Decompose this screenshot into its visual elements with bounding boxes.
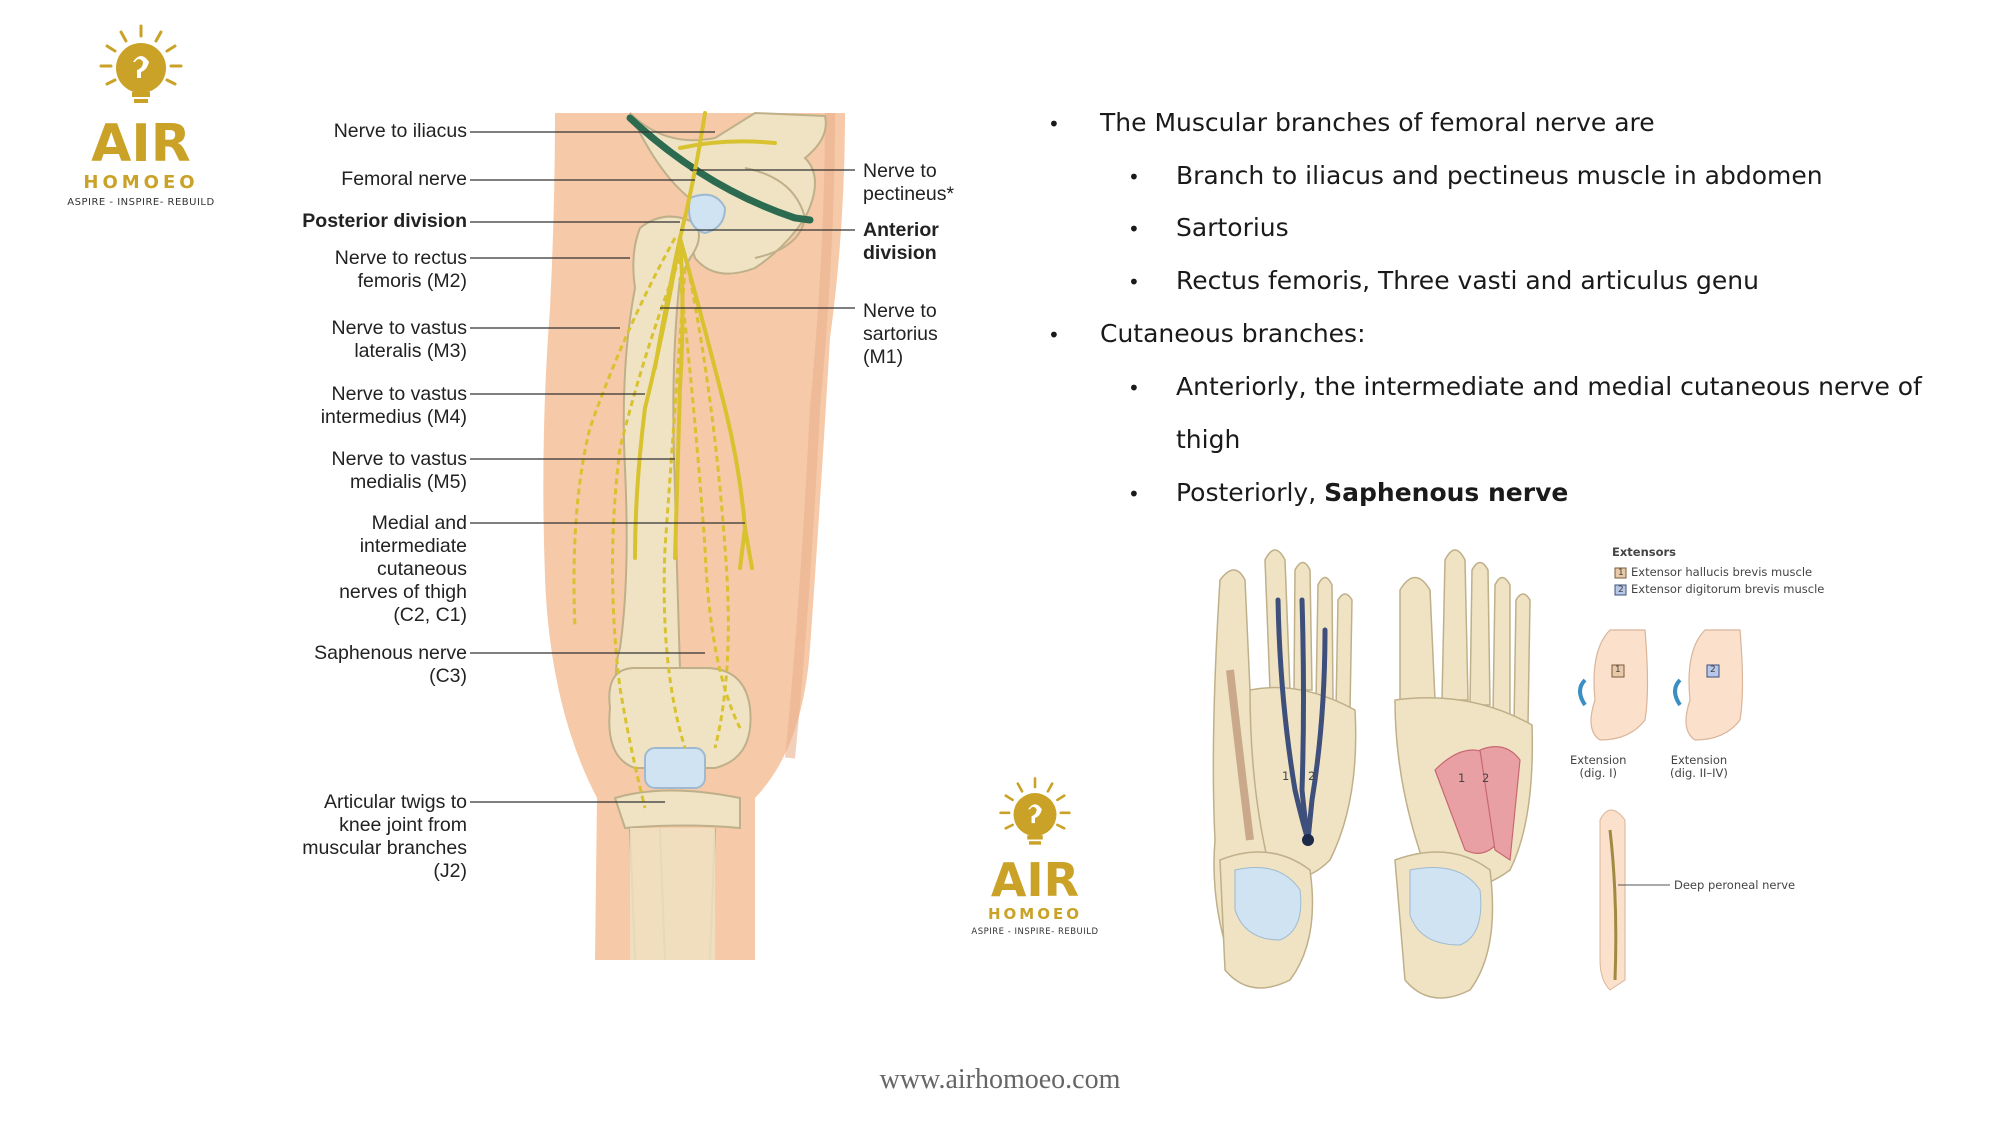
- box-2: 2: [1710, 665, 1716, 675]
- leader-lines: [470, 131, 855, 803]
- label-medial-intermediate-cutaneous: Medial and intermediate cutaneous nerves…: [339, 512, 467, 626]
- label-posterior-division: Posterior division: [302, 210, 467, 232]
- label-nerve-to-vastus-lateralis: Nerve to vastus lateralis (M3): [331, 317, 467, 362]
- logo-tagline: ASPIRE - INSPIRE- REBUILD: [971, 927, 1099, 937]
- legend-2-num: 2: [1618, 585, 1624, 595]
- foot1-num-2: 2: [1308, 769, 1316, 783]
- legend-extensor-hallucis: Extensor hallucis brevis muscle: [1631, 565, 1813, 579]
- bullet-anterior-cutaneous: Anteriorly, the intermediate and medial …: [1176, 372, 1922, 401]
- bullet-dot: •: [1128, 270, 1140, 294]
- thigh-illustration: [543, 111, 845, 961]
- label-articular-twigs: Articular twigs to knee joint from muscu…: [302, 791, 467, 882]
- saphenous-prefix: Posteriorly,: [1176, 478, 1325, 507]
- lightbulb-logo-icon: [99, 24, 183, 103]
- bullet-dot: •: [1128, 165, 1140, 189]
- bullet-dot: •: [1128, 482, 1140, 506]
- bullet-muscular-branches: The Muscular branches of femoral nerve a…: [1100, 108, 1655, 137]
- lightbulb-logo-icon: [999, 777, 1071, 845]
- label-extensors: Extensors: [1612, 545, 1677, 559]
- air-homoeo-logo: AIR HOMOEO ASPIRE - INSPIRE- REBUILD: [56, 22, 226, 212]
- label-femoral-nerve: Femoral nerve: [341, 168, 467, 190]
- label-nerve-to-pectineus: Nerve to pectineus*: [863, 160, 955, 205]
- bullet-dot: •: [1048, 112, 1060, 136]
- bullet-posterior-saphenous: Posteriorly, Saphenous nerve: [1176, 478, 1568, 507]
- logo-sub: HOMOEO: [988, 905, 1082, 923]
- logo-word: AIR: [91, 114, 191, 174]
- bullet-rectus-vasti: Rectus femoris, Three vasti and articulu…: [1176, 266, 1759, 295]
- saphenous-bold: Saphenous nerve: [1324, 478, 1569, 507]
- label-nerve-to-iliacus: Nerve to iliacus: [333, 120, 467, 142]
- air-homoeo-logo-mid: AIR HOMOEO ASPIRE - INSPIRE- REBUILD: [970, 775, 1100, 955]
- label-nerve-to-vastus-medialis: Nerve to vastus medialis (M5): [331, 448, 467, 493]
- label-deep-peroneal-nerve: Deep peroneal nerve: [1674, 878, 1796, 892]
- logo-sub: HOMOEO: [83, 172, 199, 193]
- label-nerve-to-vastus-intermedius: Nerve to vastus intermedius (M4): [320, 383, 467, 428]
- footer-website-url[interactable]: www.airhomoeo.com: [879, 1064, 1121, 1095]
- legend-extensor-digitorum: Extensor digitorum brevis muscle: [1631, 582, 1825, 596]
- bullet-iliacus-pectineus: Branch to iliacus and pectineus muscle i…: [1176, 161, 1823, 190]
- label-saphenous-nerve: Saphenous nerve (C3): [314, 642, 467, 687]
- foot2-num-1: 1: [1458, 771, 1466, 785]
- logo-tagline: ASPIRE - INSPIRE- REBUILD: [67, 197, 215, 208]
- foot-extensors-diagram: Extensors 1 Extensor hallucis brevis mus…: [1190, 540, 1830, 1010]
- label-extension-dig-1: Extension (dig. I): [1570, 753, 1627, 780]
- bullet-sartorius: Sartorius: [1176, 213, 1289, 242]
- bullet-cutaneous-branches: Cutaneous branches:: [1100, 319, 1366, 348]
- logo-word: AIR: [990, 853, 1080, 907]
- bullet-dot: •: [1048, 323, 1060, 347]
- foot-illustration: [1212, 549, 1744, 999]
- foot2-num-2: 2: [1482, 771, 1490, 785]
- bullet-anterior-cutaneous-cont: thigh: [1176, 425, 1241, 454]
- label-anterior-division: Anterior division: [863, 219, 939, 264]
- foot1-num-1: 1: [1282, 769, 1290, 783]
- label-extension-dig-2-4: Extension (dig. II–IV): [1670, 753, 1728, 780]
- box-1: 1: [1615, 665, 1621, 675]
- bullet-dot: •: [1128, 217, 1140, 241]
- label-nerve-to-sartorius: Nerve to sartorius (M1): [863, 300, 938, 368]
- legend-1-num: 1: [1618, 568, 1624, 578]
- bullet-dot: •: [1128, 376, 1140, 400]
- femoral-nerve-diagram: Nerve to iliacus Femoral nerve Posterior…: [285, 108, 975, 968]
- label-nerve-to-rectus: Nerve to rectus femoris (M2): [334, 247, 467, 292]
